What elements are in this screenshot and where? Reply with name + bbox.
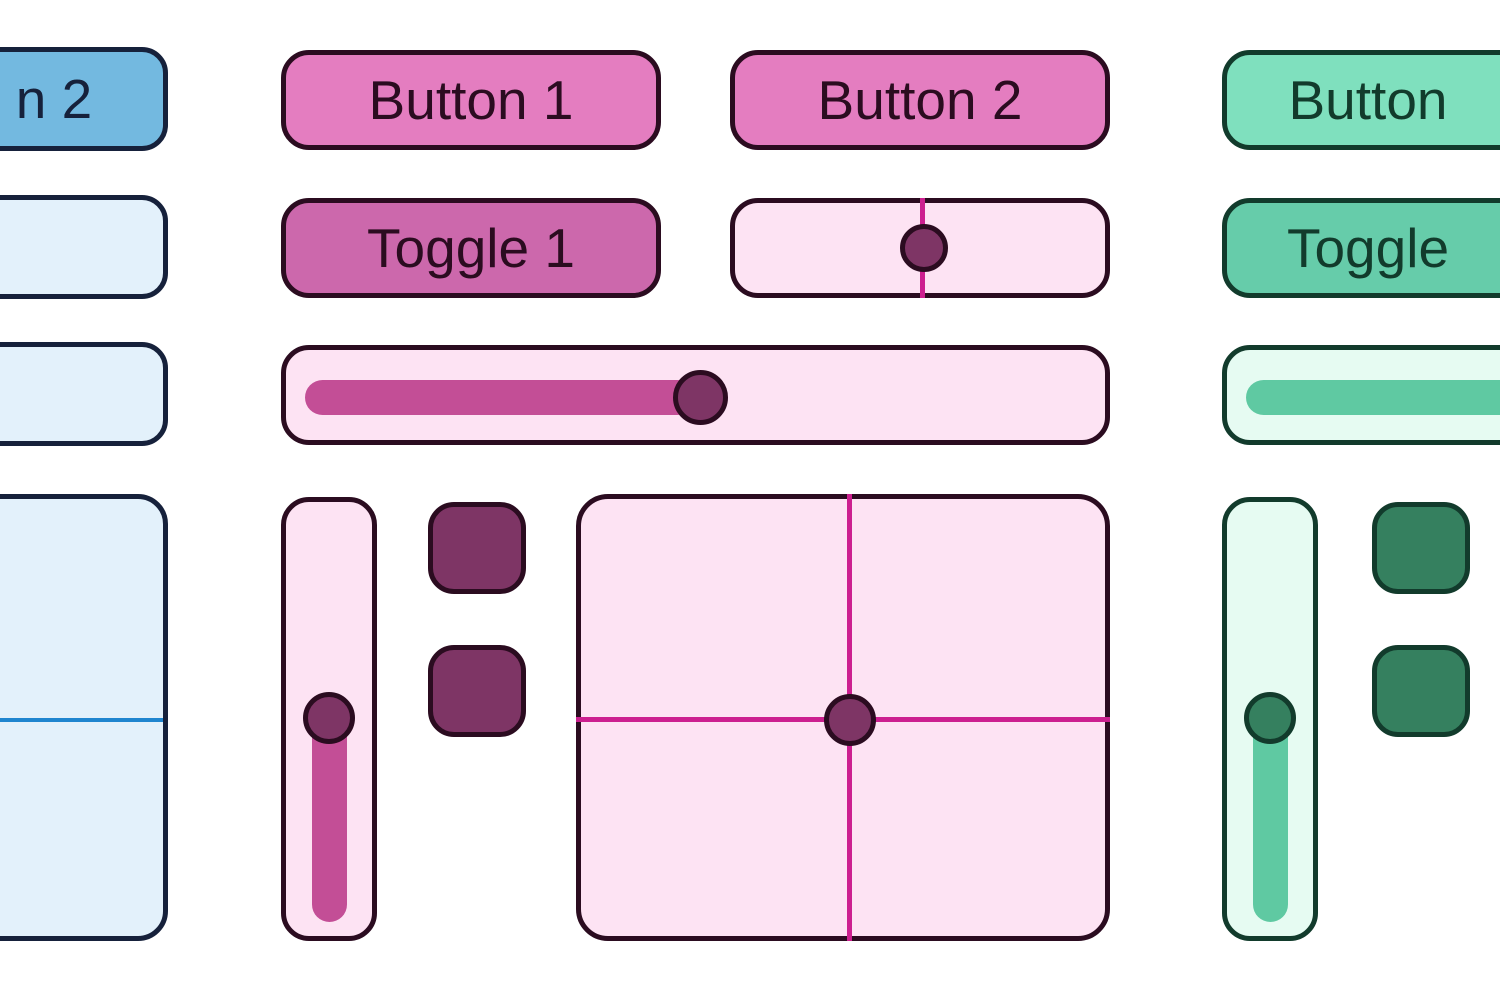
green-slider-horizontal[interactable] [1222,345,1500,445]
pink-pad-knob[interactable] [824,694,876,746]
green-slider-vertical-fill [1253,715,1288,922]
green-toggle-1-label: Toggle [1286,216,1450,279]
blue-toggle-1[interactable] [0,195,168,299]
pink-slider-vertical[interactable] [281,497,377,941]
pink-square-button-a[interactable] [428,502,526,594]
pink-slider-vertical-knob[interactable] [303,692,355,744]
green-button-1[interactable]: Button [1222,50,1500,150]
pink-toggle-2-knob[interactable] [900,224,948,272]
pink-button-1[interactable]: Button 1 [281,50,661,150]
pink-toggle-1[interactable]: Toggle 1 [281,198,661,298]
pink-toggle-2[interactable] [730,198,1110,298]
pink-slider-horizontal[interactable] [281,345,1110,445]
blue-button-2[interactable]: n 2 [0,47,168,151]
pink-button-2[interactable]: Button 2 [730,50,1110,150]
pink-slider-horizontal-knob[interactable] [673,370,728,425]
green-square-button-a[interactable] [1372,502,1470,594]
pink-button-1-label: Button 1 [368,68,574,131]
green-toggle-1[interactable]: Toggle [1222,198,1500,298]
pink-button-2-label: Button 2 [817,68,1023,131]
green-square-button-b[interactable] [1372,645,1470,737]
blue-button-2-label: n 2 [15,67,93,130]
pink-toggle-1-label: Toggle 1 [367,216,575,279]
green-slider-vertical-knob[interactable] [1244,692,1296,744]
blue-pad[interactable] [0,494,168,941]
pink-square-button-b[interactable] [428,645,526,737]
blue-pad-crosshair-horizontal [0,718,163,722]
blue-slider-horizontal[interactable] [0,342,168,446]
pink-slider-horizontal-fill [305,380,695,415]
green-slider-vertical[interactable] [1222,497,1318,941]
green-slider-horizontal-fill [1246,380,1500,415]
green-button-1-label: Button [1288,68,1448,131]
pink-slider-vertical-fill [312,715,347,922]
pink-pad[interactable] [576,494,1110,941]
